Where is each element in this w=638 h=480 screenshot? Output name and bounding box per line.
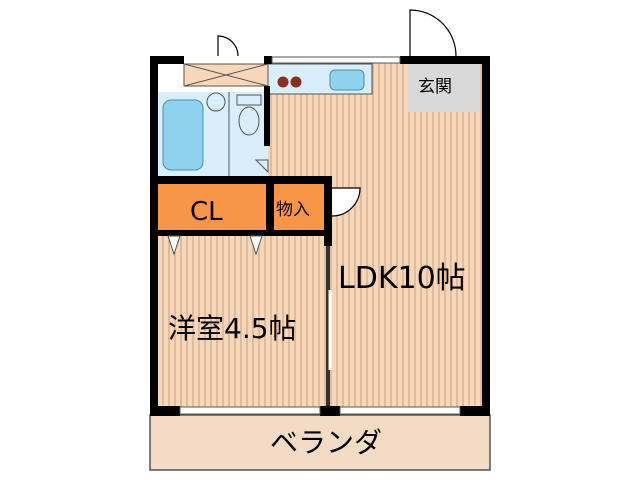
wall-western-right [326, 246, 330, 406]
wall-top-entrance [400, 56, 490, 64]
label-storage: 物入 [276, 200, 310, 220]
wall-top-mid [264, 56, 272, 64]
window-kitchen [271, 56, 401, 64]
window-ldk [339, 406, 461, 415]
veranda [149, 414, 491, 471]
toilet-tank [236, 94, 262, 106]
closet-door-left [167, 235, 181, 256]
toilet-door [254, 159, 269, 174]
wall-bath-bottom [150, 176, 330, 184]
wall-right [482, 56, 490, 416]
wall-closet-bottom [150, 230, 330, 236]
label-western-room: 洋室4.5帖 [168, 312, 297, 345]
entrance-floor [408, 62, 480, 112]
closet-door-right [249, 235, 263, 256]
wall-bath-right [264, 86, 270, 146]
wall-bottom-mid [320, 406, 340, 416]
wall-bottom-right [460, 406, 490, 416]
stove-burner-left [277, 76, 289, 88]
label-veranda: ベランダ [270, 426, 382, 459]
bath-door [217, 35, 239, 57]
storage-door [331, 187, 361, 217]
window-western [179, 406, 321, 415]
wall-closet-divider [266, 176, 274, 236]
closet [156, 184, 266, 230]
entrance-door [409, 9, 457, 57]
toilet-bowl [238, 106, 260, 136]
western-room-floor [156, 232, 328, 414]
label-closet: CL [190, 197, 223, 227]
storage [274, 184, 324, 230]
wall-bottom-left [150, 406, 180, 416]
kitchen-sink [329, 69, 365, 91]
wall-top-left [150, 56, 184, 64]
label-entrance: 玄関 [418, 77, 452, 97]
wall-storage-right [324, 176, 332, 246]
washbasin [206, 92, 226, 112]
stove-burner-right [290, 76, 302, 88]
bathtub [162, 99, 204, 171]
label-ldk: LDK10帖 [338, 261, 466, 296]
upper-storage-x2 [183, 63, 269, 87]
